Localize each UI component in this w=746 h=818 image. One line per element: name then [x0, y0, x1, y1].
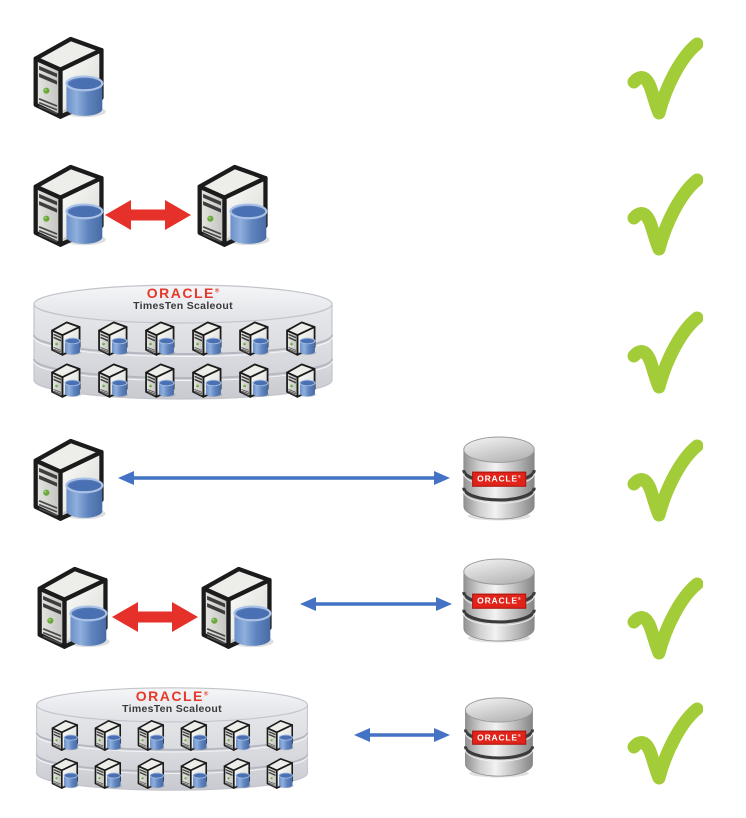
green-check-icon — [627, 701, 703, 789]
timesten-server-icon — [22, 26, 116, 122]
scaleout-node-server-icon — [219, 716, 255, 752]
oracle-badge: ORACLE® — [472, 593, 526, 609]
scaleout-node-server-icon — [47, 716, 83, 752]
scaleout-node-server-icon — [234, 359, 274, 399]
timesten-scaleout-grid: ORACLE® TimesTen Scaleout — [33, 686, 311, 792]
oracle-logo-text: ORACLE® — [135, 688, 209, 704]
oracle-database: ORACLE® — [456, 432, 542, 524]
green-check-icon — [627, 36, 703, 124]
timesten-server-icon — [26, 556, 120, 652]
scaleout-node-grid — [41, 716, 303, 790]
scaleout-node-server-icon — [187, 317, 227, 357]
scaleout-subtitle: TimesTen Scaleout — [133, 300, 233, 313]
scaleout-node-server-icon — [187, 359, 227, 399]
scaleout-node-server-icon — [281, 317, 321, 357]
scaleout-node-server-icon — [262, 716, 298, 752]
blue-link-arrow-icon — [300, 597, 452, 611]
oracle-logo-text: ORACLE® — [146, 285, 220, 301]
green-check-icon — [627, 576, 703, 664]
scaleout-subtitle: TimesTen Scaleout — [122, 703, 222, 716]
scaleout-node-server-icon — [281, 359, 321, 399]
blue-link-arrow-icon — [354, 728, 450, 742]
scaleout-node-row — [41, 716, 303, 752]
timesten-server-icon — [190, 556, 284, 652]
scaleout-node-server-icon — [176, 716, 212, 752]
scaleout-node-server-icon — [262, 754, 298, 790]
scaleout-node-server-icon — [140, 317, 180, 357]
oracle-badge: ORACLE® — [472, 730, 526, 746]
timesten-scaleout-grid: ORACLE® TimesTen Scaleout — [30, 283, 336, 401]
green-check-icon — [627, 438, 703, 526]
scaleout-node-server-icon — [90, 754, 126, 790]
scaleout-node-server-icon — [47, 754, 83, 790]
scaleout-node-server-icon — [133, 716, 169, 752]
blue-link-arrow-icon — [118, 471, 450, 485]
scaleout-node-server-icon — [140, 359, 180, 399]
green-check-icon — [627, 310, 703, 398]
oracle-database: ORACLE® — [458, 694, 540, 780]
scaleout-node-grid — [38, 317, 328, 399]
oracle-database: ORACLE® — [456, 554, 542, 646]
green-check-icon — [627, 172, 703, 260]
scaleout-node-server-icon — [46, 359, 86, 399]
scaleout-node-server-icon — [46, 317, 86, 357]
timesten-server-icon — [22, 154, 116, 250]
scaleout-node-server-icon — [90, 716, 126, 752]
scaleout-node-row — [38, 317, 328, 357]
scaleout-node-row — [41, 754, 303, 790]
scaleout-node-server-icon — [219, 754, 255, 790]
red-replication-arrow-icon — [103, 197, 193, 233]
scaleout-node-row — [38, 359, 328, 399]
scaleout-node-server-icon — [133, 754, 169, 790]
scaleout-node-server-icon — [234, 317, 274, 357]
red-replication-arrow-icon — [110, 599, 200, 635]
scaleout-node-server-icon — [93, 317, 133, 357]
scaleout-node-server-icon — [93, 359, 133, 399]
oracle-badge: ORACLE® — [472, 471, 526, 487]
timesten-server-icon — [186, 154, 280, 250]
scaleout-node-server-icon — [176, 754, 212, 790]
timesten-server-icon — [22, 428, 116, 524]
